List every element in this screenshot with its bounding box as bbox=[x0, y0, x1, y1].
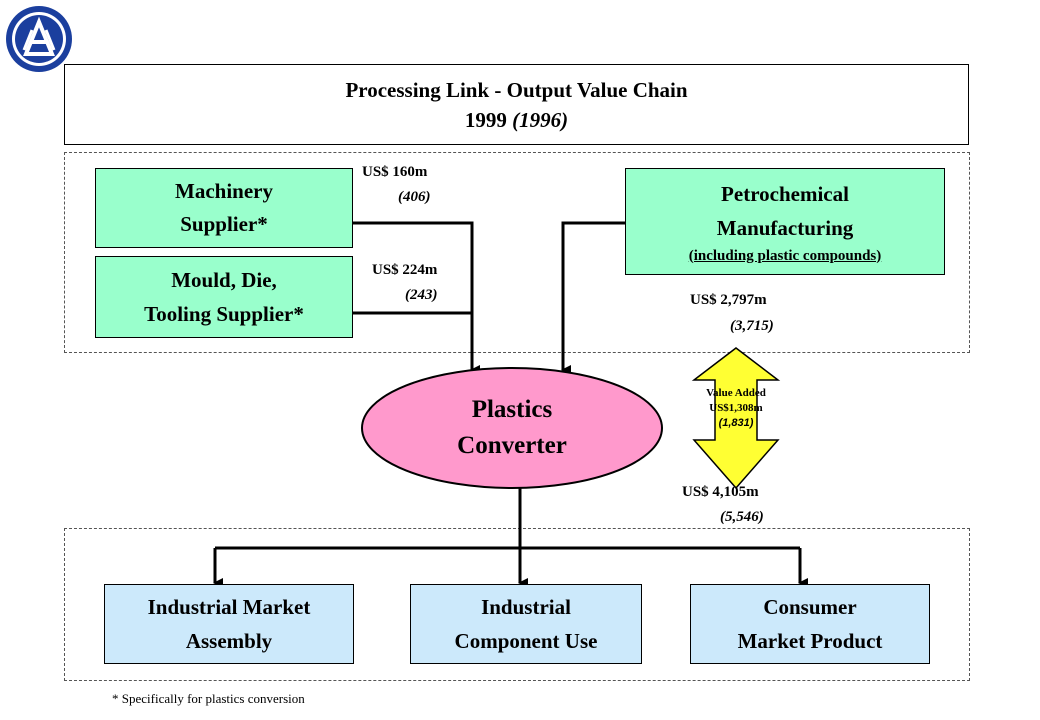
petrochemical-box: Petrochemical Manufacturing (including p… bbox=[625, 168, 945, 275]
output-value-1996: (5,546) bbox=[720, 509, 764, 525]
value-added-label: Value Added US$1,308m (1,831) bbox=[706, 387, 766, 429]
converter-ellipse bbox=[361, 367, 663, 489]
inputs-region bbox=[64, 152, 970, 353]
output-value: US$ 4,105m bbox=[682, 484, 759, 500]
logo-icon bbox=[6, 6, 72, 72]
converter-label: Plastics Converter bbox=[457, 396, 567, 459]
machinery-value-1996: (406) bbox=[398, 189, 431, 205]
value-added-arrow bbox=[691, 347, 781, 490]
petro-value-1996: (3,715) bbox=[730, 318, 774, 334]
machinery-supplier-box: Machinery Supplier* bbox=[95, 168, 353, 248]
footnote: * Specifically for plastics conversion bbox=[112, 691, 305, 706]
machinery-value: US$ 160m bbox=[362, 164, 428, 180]
diagram-title: Processing Link - Output Value Chain bbox=[345, 77, 688, 102]
diagram-year: 1999 (1996) bbox=[464, 107, 569, 132]
output-box-industrial-component: Industrial Component Use bbox=[410, 584, 642, 664]
petro-value: US$ 2,797m bbox=[690, 292, 767, 308]
outputs-region bbox=[64, 528, 970, 681]
mould-supplier-box: Mould, Die, Tooling Supplier* bbox=[95, 256, 353, 338]
output-box-consumer-product: Consumer Market Product bbox=[690, 584, 930, 664]
mould-value: US$ 224m bbox=[372, 262, 438, 278]
mould-value-1996: (243) bbox=[405, 287, 438, 303]
output-box-industrial-assembly: Industrial Market Assembly bbox=[104, 584, 354, 664]
title-box: Processing Link - Output Value Chain 199… bbox=[64, 64, 969, 145]
